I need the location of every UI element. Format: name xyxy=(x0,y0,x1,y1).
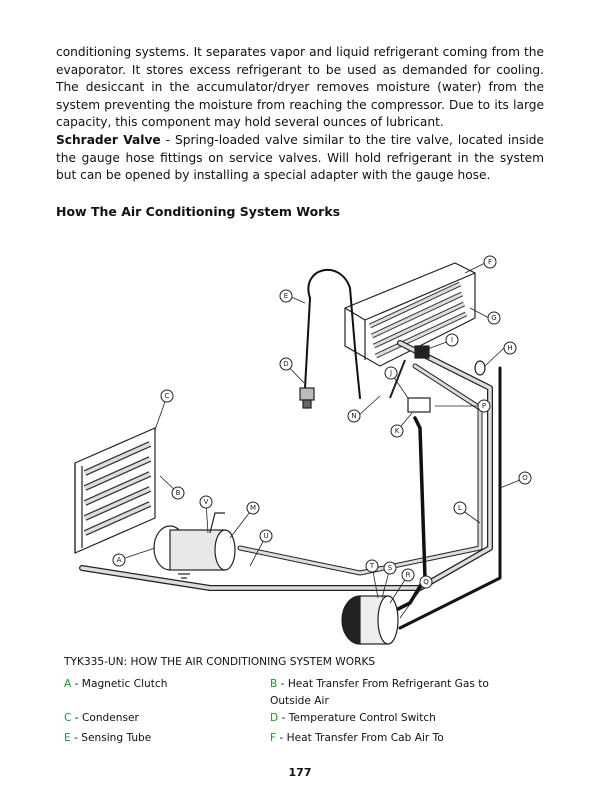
paragraph-accumulator: conditioning systems. It separates vapor… xyxy=(56,45,544,130)
accumulator-dryer xyxy=(341,595,399,645)
callout-E-label: E xyxy=(284,292,288,300)
expansion-valve xyxy=(389,345,486,413)
callout-M-label: M xyxy=(250,504,256,512)
callout-Q-label: Q xyxy=(423,578,429,586)
callout-P-label: P xyxy=(482,402,486,410)
callout-H: H xyxy=(503,341,517,355)
section-heading: How The Air Conditioning System Works xyxy=(56,204,341,219)
callout-N: N xyxy=(347,409,361,423)
legend-letter: B xyxy=(270,678,278,690)
legend-text: - Condenser xyxy=(71,712,139,724)
callout-S: S xyxy=(383,561,397,575)
callout-T: T xyxy=(365,559,379,573)
callout-H-label: H xyxy=(507,344,512,352)
callout-U-label: U xyxy=(263,532,268,540)
term-schrader-valve: Schrader Valve xyxy=(56,133,161,147)
refrigerant-lines xyxy=(79,269,502,630)
callout-F: F xyxy=(483,255,497,269)
callout-K: K xyxy=(390,424,404,438)
callout-I-label: I xyxy=(451,336,453,344)
callout-O-label: O xyxy=(522,474,528,482)
callout-M: M xyxy=(246,501,260,515)
callout-E: E xyxy=(279,289,293,303)
legend-item-C: C - Condenser xyxy=(64,710,139,727)
callout-V: V xyxy=(199,495,213,509)
callout-R-label: R xyxy=(406,571,411,579)
callout-L: L xyxy=(453,501,467,515)
legend-text: - Sensing Tube xyxy=(70,732,152,744)
legend-text: - Temperature Control Switch xyxy=(278,712,436,724)
callout-N-label: N xyxy=(351,412,356,420)
callout-J-label: J xyxy=(389,369,392,377)
legend-letter: A xyxy=(64,678,72,690)
callout-A: A xyxy=(112,553,126,567)
callout-J: J xyxy=(384,366,398,380)
callout-O: O xyxy=(518,471,532,485)
legend-text: - Heat Transfer From Refrigerant Gas to … xyxy=(270,678,489,707)
callout-C-label: C xyxy=(165,392,170,400)
legend-letter: F xyxy=(270,732,277,744)
callout-P: P xyxy=(477,399,491,413)
callout-K-label: K xyxy=(395,427,400,435)
callout-S-label: S xyxy=(388,564,393,572)
callout-Q: Q xyxy=(419,575,433,589)
callout-R: R xyxy=(401,568,415,582)
evaporator xyxy=(344,262,476,367)
callout-A-label: A xyxy=(117,556,122,564)
legend-letter: E xyxy=(64,732,71,744)
callout-T-label: T xyxy=(369,562,375,570)
page-number: 177 xyxy=(288,766,312,779)
paragraph-schrader-valve: Schrader Valve - Spring-loaded valve sim… xyxy=(56,132,544,185)
callout-D-label: D xyxy=(283,360,288,368)
legend-letter: C xyxy=(64,712,72,724)
ac-system-diagram: F G E D I H J P K N O L C B V M U A T S … xyxy=(74,255,532,645)
legend-item-A: A - Magnetic Clutch xyxy=(64,676,167,693)
legend-item-D: D - Temperature Control Switch xyxy=(270,710,436,727)
callout-C: C xyxy=(160,389,174,403)
callout-I: I xyxy=(445,333,459,347)
callout-B-label: B xyxy=(176,489,181,497)
legend-letter: D xyxy=(270,712,279,724)
compressor xyxy=(153,512,236,579)
legend-item-F: F - Heat Transfer From Cab Air To xyxy=(270,730,444,747)
callout-B: B xyxy=(171,486,185,500)
legend-text: - Magnetic Clutch xyxy=(71,678,168,690)
callout-L-label: L xyxy=(458,504,462,512)
callout-lines xyxy=(118,262,526,619)
callout-U: U xyxy=(259,529,273,543)
condenser xyxy=(74,427,156,554)
legend-item-B: B - Heat Transfer From Refrigerant Gas t… xyxy=(270,676,490,710)
callout-G-label: G xyxy=(491,314,496,322)
figure-caption: TYK335-UN: HOW THE AIR CONDITIONING SYST… xyxy=(64,656,376,668)
callout-D: D xyxy=(279,357,293,371)
temperature-control-switch xyxy=(299,387,315,409)
legend-text: - Heat Transfer From Cab Air To xyxy=(276,732,444,744)
callout-V-label: V xyxy=(204,498,209,506)
callout-G: G xyxy=(487,311,501,325)
schrader-valve-description: - Spring-loaded valve similar to the tir… xyxy=(56,133,544,183)
callout-F-label: F xyxy=(488,258,492,266)
legend-item-E: E - Sensing Tube xyxy=(64,730,151,747)
